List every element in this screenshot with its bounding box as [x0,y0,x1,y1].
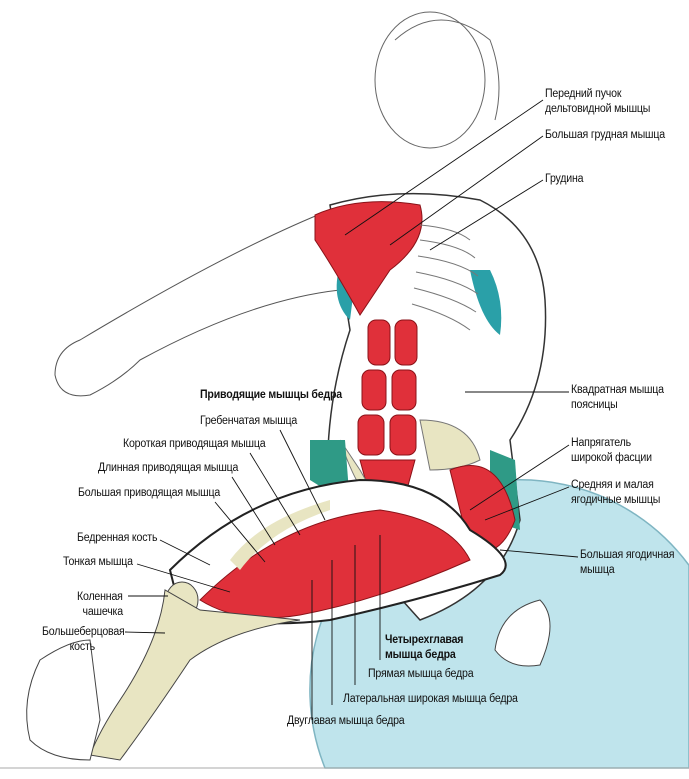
fascia-right [470,270,502,335]
label-line: Квадратная мышца [571,384,664,396]
label-line: Большая ягодичная [580,549,675,561]
label-quadratus-lumborum: Квадратная мышца поясницы [571,383,664,413]
foot [26,639,101,761]
label-tibia: Большеберцовая кость [42,625,125,655]
label-adductor-brevis: Короткая приводящая мышца [123,438,266,450]
label-line: кость [69,641,96,653]
label-vastus-lateralis: Латеральная широкая мышца бедра [343,693,518,705]
label-patella: Коленная чашечка [77,590,123,620]
label-pectineus: Гребенчатая мышца [200,415,298,427]
label-biceps-femoris: Двуглавая мышца бедра [287,715,405,727]
femur-bone [230,500,330,570]
label-adductor-magnus: Большая приводящая мышца [78,487,221,499]
lower-leg [89,589,301,761]
label-line: Четырехглавая [385,634,464,646]
label-line: мышца бедра [385,649,456,661]
label-quadriceps-title: Четырехглавая мышца бедра [385,633,463,663]
label-line: поясницы [571,399,618,411]
label-line: мышца [580,564,615,576]
label-line: Большеберцовая [42,626,125,638]
pelvis-right [419,419,481,471]
ribs [411,224,479,331]
hand [494,599,551,667]
label-line: Средняя и малая [571,479,654,491]
pectoralis-muscle [314,201,423,316]
label-adductor-longus: Длинная приводящая мышца [98,462,239,474]
label-line: широкой фасции [571,452,652,464]
label-line: Передний пучок [545,88,622,100]
label-line: ягодичные мышцы [571,494,661,506]
label-line: Коленная [77,591,123,603]
label-femur: Бедренная кость [77,532,158,544]
label-gluteus-medius-minimus: Средняя и малая ягодичные мышцы [571,478,660,508]
label-sternum: Грудина [545,173,584,185]
hair [394,19,500,121]
label-rectus-femoris: Прямая мышца бедра [368,668,474,680]
leader-lines [124,99,579,720]
arm [54,209,341,397]
label-gracilis: Тонкая мышца [63,556,133,568]
label-anterior-deltoid: Передний пучок дельтовидной мышцы [545,87,650,117]
label-gluteus-maximus: Большая ягодичная мышца [580,548,674,578]
head [374,11,486,149]
label-tensor-fasciae-latae: Напрягатель широкой фасции [571,436,652,466]
label-line: чашечка [82,606,124,618]
label-adductors-title: Приводящие мышцы бедра [200,389,342,401]
label-line: дельтовидной мышцы [545,103,651,115]
label-pectoralis-major: Большая грудная мышца [545,129,665,141]
label-line: Напрягатель [571,437,631,449]
